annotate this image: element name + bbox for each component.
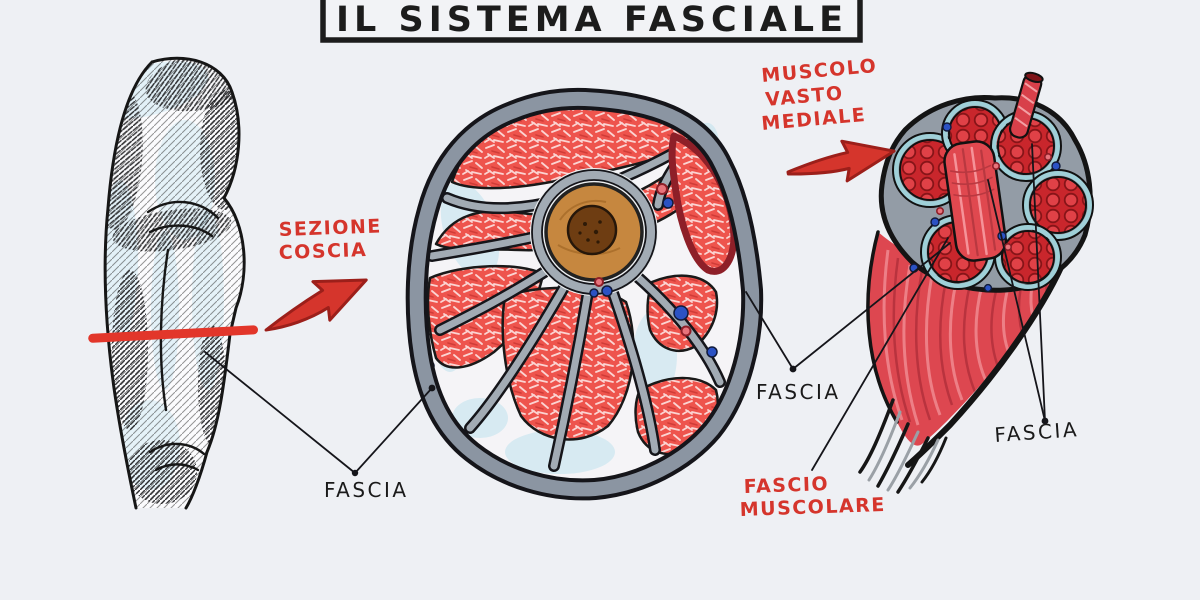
label-fascia-center: FASCIA xyxy=(756,380,841,404)
page-title: IL SISTEMA FASCIALE xyxy=(336,0,848,40)
central-fascicle-cylinder xyxy=(943,140,1008,262)
label-fascia-left: FASCIA xyxy=(324,478,409,502)
label-muscolare: MUSCOLARE xyxy=(739,494,886,521)
section-arrow xyxy=(264,278,368,332)
femur-bone xyxy=(530,168,658,296)
muscle-arrow xyxy=(786,139,896,183)
leader-lines xyxy=(204,143,1049,477)
muscle-cut-face xyxy=(878,71,1094,293)
outer-fascia-ring xyxy=(405,87,764,501)
title-box: IL SISTEMA FASCIALE xyxy=(320,0,863,43)
label-coscia: COSCIA xyxy=(278,239,367,264)
thigh-cross-section xyxy=(405,87,764,501)
label-sezione: SEZIONE xyxy=(278,215,382,241)
muscle-bundle-figure xyxy=(858,71,1094,494)
tendon-fibres xyxy=(858,398,948,494)
label-fascia-right: FASCIA xyxy=(994,417,1080,447)
bone-marrow xyxy=(566,204,618,256)
marrow-speckles xyxy=(578,220,602,244)
labels: SEZIONE COSCIA MUSCOLO VASTO MEDIALE FAS… xyxy=(278,55,1079,521)
cross-section-vessels xyxy=(423,183,718,372)
label-fascio: FASCIO xyxy=(743,473,829,498)
section-marker-line xyxy=(88,325,259,343)
label-muscolo: MUSCOLO xyxy=(761,55,879,87)
thigh-sketch xyxy=(88,56,259,510)
vessel-tube xyxy=(1008,71,1044,139)
thigh-fold-lines xyxy=(146,200,220,472)
